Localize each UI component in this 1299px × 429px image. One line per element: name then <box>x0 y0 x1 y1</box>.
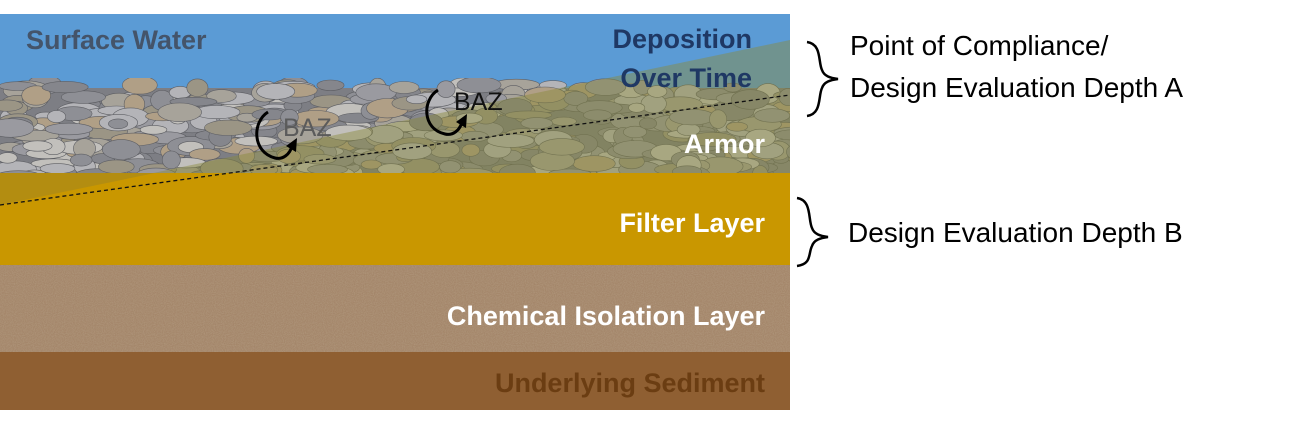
armor-stone <box>256 83 296 100</box>
depth-a-annotation-line1: Point of Compliance/ <box>850 30 1109 61</box>
baz-label-1: BAZ <box>283 114 332 142</box>
surface-water-label: Surface Water <box>26 25 207 55</box>
armor-stone <box>688 132 737 147</box>
armor-stone <box>486 133 535 148</box>
armor-stone <box>136 167 176 173</box>
brace-depth-b-icon <box>796 196 829 268</box>
armor-stone <box>307 164 348 173</box>
armor-stone <box>709 109 728 129</box>
armor-stone <box>392 142 433 160</box>
armor-stone <box>41 81 89 94</box>
armor-stone <box>0 170 38 173</box>
armor-stone <box>638 117 657 130</box>
deposition-label-line1: Deposition <box>613 24 753 54</box>
brace-depth-a-icon <box>806 40 839 118</box>
armor-stone <box>157 102 202 122</box>
armor-stone <box>98 159 135 173</box>
underlying-sediment-layer <box>0 352 790 410</box>
arrowhead-icon <box>286 138 297 152</box>
armor-stone <box>0 99 23 112</box>
rotation-arrow-icon <box>425 88 464 136</box>
armor-stone <box>628 102 646 113</box>
armor-stone <box>22 140 53 152</box>
armor-stone <box>754 108 790 123</box>
armor-stone <box>730 89 770 110</box>
armor-stone <box>726 121 748 132</box>
armor-stone <box>485 92 507 105</box>
armor-label: Armor <box>684 129 766 159</box>
armor-stone <box>277 126 324 145</box>
armor-stone <box>206 89 237 103</box>
armor-stone <box>461 143 480 157</box>
armor-stone <box>520 117 553 130</box>
armor-stone <box>316 79 345 91</box>
baz-label-2: BAZ <box>454 88 503 116</box>
armor-stone <box>456 78 502 94</box>
armor-stone <box>303 154 336 165</box>
armor-stone <box>538 138 585 156</box>
armor-stone <box>39 163 76 173</box>
armor-stone <box>584 78 627 96</box>
armor-stone <box>122 78 158 95</box>
armor-stone <box>360 159 382 170</box>
armor-stone <box>439 160 461 173</box>
depth-b-annotation: Design Evaluation Depth B <box>848 217 1183 248</box>
baz-marker-1: BAZ <box>255 110 332 160</box>
deposition-wedge-filter-part <box>0 173 155 205</box>
chemical-isolation-label: Chemical Isolation Layer <box>447 301 766 331</box>
armor-stone <box>280 109 299 126</box>
armor-stone <box>498 163 536 173</box>
armor-stone <box>69 153 93 167</box>
armor-stone <box>647 85 668 98</box>
armor-stone <box>188 148 221 161</box>
armor-stone <box>0 118 35 138</box>
armor-stone <box>723 82 742 93</box>
armor-stone <box>102 139 141 160</box>
armor-stone <box>524 86 566 104</box>
armor-stone <box>583 109 612 121</box>
armor-stone <box>377 163 405 173</box>
armor-stone <box>745 128 776 148</box>
armor-stone <box>21 85 52 106</box>
filter-layer <box>0 173 790 265</box>
armor-stone <box>238 148 255 164</box>
chemical-isolation-texture <box>0 265 790 352</box>
armor-stone <box>204 119 253 136</box>
armor-stone <box>186 78 209 97</box>
depth-a-annotation-line2: Design Evaluation Depth A <box>850 72 1183 103</box>
armor-stone <box>436 80 456 98</box>
armor-stone <box>622 125 647 139</box>
armor-stone <box>276 148 301 164</box>
deposition-wedge <box>0 40 790 205</box>
armor-stone <box>139 125 168 135</box>
armor-stone <box>786 145 790 159</box>
baz-marker-2: BAZ <box>425 88 503 136</box>
armor-stone <box>47 110 67 123</box>
deposition-label-line2: Over Time <box>620 63 752 93</box>
armor-stone <box>406 94 428 105</box>
armor-stone <box>388 81 420 94</box>
armor-stone <box>325 124 373 141</box>
armor-stone <box>200 158 244 173</box>
arrowhead-icon <box>456 114 467 128</box>
armor-stone <box>161 150 181 170</box>
armor-stone <box>672 165 702 173</box>
underlying-sediment-label: Underlying Sediment <box>495 368 765 398</box>
armor-stone <box>44 122 94 136</box>
rotation-arrow-icon <box>255 110 294 160</box>
armor-stone <box>0 152 18 164</box>
armor-stone <box>108 118 129 130</box>
filter-layer-label: Filter Layer <box>619 208 765 238</box>
